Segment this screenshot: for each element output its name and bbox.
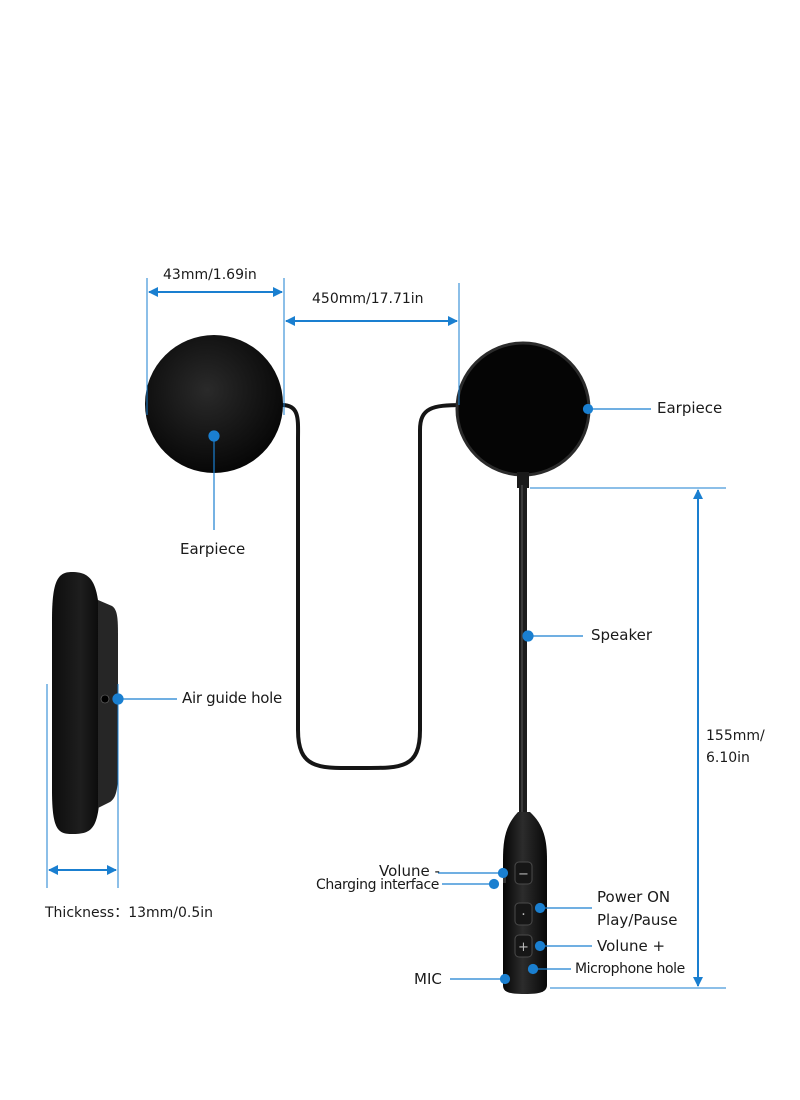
left-earpiece [145,335,283,473]
play-pause-button[interactable] [514,902,533,926]
cable-length-label: 450mm/17.71in [312,291,424,307]
air-guide-hole-dot [100,694,110,704]
charging-interface-label: Charging interface [316,877,439,893]
play-pause-label: Play/Pause [597,911,678,929]
volume-minus-label: Volune - [379,862,440,880]
boom-length-label-line1: 155mm/ [706,728,765,744]
earpiece-side-view [52,572,100,834]
volume-plus-button[interactable] [514,934,533,958]
headset-cable [281,403,463,771]
earpiece-right-label: Earpiece [657,399,723,417]
earpiece-width-label: 43mm/1.69in [163,267,257,283]
speaker-label: Speaker [591,626,653,644]
volume-minus-glyph: − [518,867,529,882]
boom-connector [517,472,529,488]
volume-minus-button[interactable] [514,861,533,885]
mic-label: MIC [414,970,442,988]
volume-plus-glyph: + [518,940,529,955]
power-on-label: Power ON [597,888,671,906]
thickness-label: Thickness：13mm/0.5in [45,905,214,921]
charging-port [503,873,506,883]
earpiece-left-label: Earpiece [180,540,246,558]
volume-plus-label: Volune + [597,937,666,955]
play-pause-glyph: · [521,907,525,923]
air-guide-hole-label: Air guide hole [182,689,282,707]
microphone-hole-label: Microphone hole [575,961,685,977]
boom-length-label-line2: 6.10in [706,750,750,766]
right-earpiece [455,341,591,477]
